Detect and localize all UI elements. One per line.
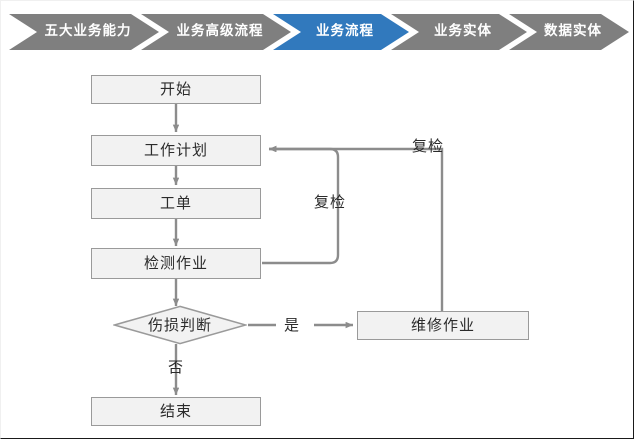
edge-label-recheck-outer: 复检 — [412, 137, 445, 155]
breadcrumb-item-label: 业务实体 — [434, 23, 492, 40]
flow-node-decision[interactable]: 伤损判断 — [113, 305, 247, 345]
flow-node-repair[interactable]: 维修作业 — [357, 311, 529, 340]
breadcrumb: 五大业务能力 业务高级流程 业务流程 业务实体 数据实体 — [1, 14, 633, 50]
breadcrumb-item-label: 五大业务能力 — [44, 23, 132, 40]
flow-node-label: 检测作业 — [143, 254, 208, 272]
edge-label-recheck-inner: 复检 — [314, 193, 347, 211]
flow-node-label: 工作计划 — [143, 141, 208, 159]
flow-node-label: 工单 — [159, 194, 192, 212]
flow-node-start[interactable]: 开始 — [91, 75, 261, 104]
flow-node-label: 开始 — [159, 80, 192, 98]
flow-node-workplan[interactable]: 工作计划 — [91, 135, 261, 166]
breadcrumb-item-label: 数据实体 — [544, 23, 602, 40]
flow-node-label: 维修作业 — [410, 316, 475, 334]
flow-node-workorder[interactable]: 工单 — [91, 188, 261, 219]
flow-node-label: 伤损判断 — [147, 315, 212, 334]
breadcrumb-item-4[interactable]: 数据实体 — [509, 14, 629, 50]
edge-recheck-outer — [268, 145, 444, 311]
breadcrumb-item-label: 业务高级流程 — [176, 23, 264, 40]
diamond-shape — [113, 305, 247, 345]
flow-node-end[interactable]: 结束 — [91, 397, 261, 426]
flow-node-inspection[interactable]: 检测作业 — [91, 248, 261, 279]
breadcrumb-item-label: 业务流程 — [316, 23, 374, 40]
flow-node-label: 结束 — [159, 402, 192, 420]
edge-label-no: 否 — [168, 358, 185, 376]
edge-label-yes: 是 — [284, 316, 301, 334]
